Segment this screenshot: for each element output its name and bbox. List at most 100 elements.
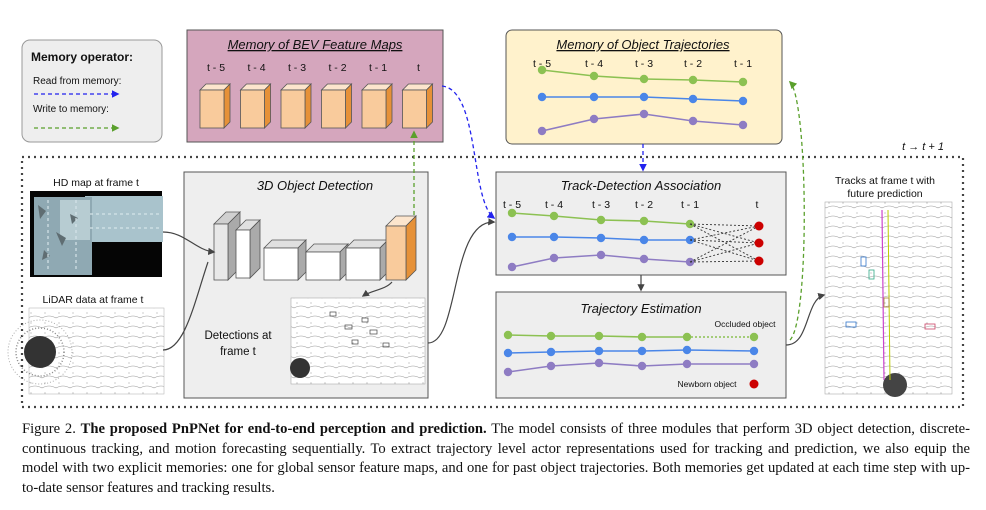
caption-body-text: The model consists of three modules that…	[22, 421, 970, 496]
track-node	[639, 74, 649, 84]
detections-image	[290, 297, 426, 385]
track-node	[546, 347, 556, 357]
track-node	[639, 216, 649, 226]
backbone-layer	[345, 239, 389, 281]
bev-feature-cube	[199, 83, 231, 129]
time-label: t	[417, 62, 420, 74]
trajectory-estimation-module: Trajectory Estimation Occluded object Ne…	[495, 291, 787, 399]
backbone-layer	[263, 239, 307, 281]
caption-bold-text: The proposed PnPNet for end-to-end perce…	[80, 421, 487, 437]
memory-operator-legend: Memory operator: Read from memory: Write…	[21, 39, 163, 143]
track-node	[546, 361, 556, 371]
legend-read-label: Read from memory:	[33, 76, 121, 87]
track-node	[682, 359, 692, 369]
hd-map-image	[30, 191, 163, 277]
bev-feature-cube	[239, 83, 272, 129]
track-node	[549, 211, 559, 221]
lidar-image	[7, 307, 165, 395]
track-node	[596, 250, 606, 260]
track-node	[549, 232, 559, 242]
association-edge	[689, 239, 760, 244]
estimated-trajectories	[503, 330, 759, 389]
track-node	[637, 332, 647, 342]
track-node	[537, 92, 547, 102]
track-node	[639, 254, 649, 264]
track-node	[503, 348, 513, 358]
backbone-layer	[235, 219, 261, 279]
track-node	[688, 94, 698, 104]
trajectory-estimation-title: Trajectory Estimation	[580, 301, 701, 316]
track-node	[537, 65, 547, 75]
detection-title: 3D Object Detection	[257, 178, 373, 193]
est-track-blue	[507, 349, 755, 354]
time-label: t - 4	[545, 199, 563, 211]
track-node	[749, 359, 759, 369]
detections-label-line1: Detections at	[204, 330, 272, 342]
time-label: t - 5	[533, 58, 551, 70]
association-edge	[689, 223, 760, 262]
association-title: Track-Detection Association	[561, 178, 721, 193]
track-node	[688, 75, 698, 85]
newborn-node	[749, 379, 759, 389]
track-node	[738, 77, 748, 87]
time-label: t - 1	[681, 199, 699, 211]
time-label: t - 4	[585, 58, 603, 70]
track-node	[594, 346, 604, 356]
association-edge	[689, 239, 760, 262]
tracks-label-line1: Tracks at frame t with	[835, 175, 935, 187]
bev-feature-cube	[320, 83, 353, 129]
track-node	[688, 116, 698, 126]
bev-feature-cubes	[199, 83, 434, 129]
time-label: t	[756, 199, 759, 211]
connectors	[162, 80, 826, 351]
detection-node	[754, 256, 764, 266]
track-node	[639, 92, 649, 102]
time-label: t - 3	[635, 58, 653, 70]
time-label: t - 2	[328, 62, 346, 74]
track-node	[749, 346, 759, 356]
track-node	[507, 262, 517, 272]
time-label: t - 2	[684, 58, 702, 70]
association-module: Track-Detection Association t - 5 t - 4 t …	[495, 171, 787, 276]
bev-feature-cube	[361, 83, 393, 129]
time-label: t - 3	[288, 62, 306, 74]
track-node	[596, 215, 606, 225]
tracks-image	[824, 201, 953, 397]
time-step-frame	[20, 155, 965, 409]
detection-module: 3D Object Detection Detections at frame …	[183, 171, 429, 399]
occluded-object-label: Occluded object	[715, 319, 777, 329]
association-edge	[689, 223, 760, 227]
track-node	[507, 232, 517, 242]
track-node	[589, 71, 599, 81]
track-node	[637, 346, 647, 356]
backbone-output-layer	[385, 215, 417, 281]
time-label: t - 5	[503, 199, 521, 211]
track-node	[738, 96, 748, 106]
track-node	[682, 345, 692, 355]
detection-node	[754, 221, 764, 231]
track-node	[503, 330, 513, 340]
track-node	[589, 114, 599, 124]
track-node	[537, 126, 547, 136]
track-node	[637, 361, 647, 371]
pnpnet-diagram: Memory operator: Read from memory: Write…	[7, 29, 965, 409]
track-node	[507, 208, 517, 218]
detection-node	[754, 238, 764, 248]
newborn-object-label: Newborn object	[677, 379, 737, 389]
association-edge	[689, 260, 760, 263]
legend-title: Memory operator:	[31, 50, 133, 64]
track-node	[589, 92, 599, 102]
track-node	[594, 331, 604, 341]
detections-label-line2: frame t	[220, 346, 257, 358]
time-label: t - 2	[635, 199, 653, 211]
bev-memory-title: Memory of BEV Feature Maps	[228, 37, 403, 52]
track-node	[594, 358, 604, 368]
track-node	[503, 367, 513, 377]
time-step-label: t → t + 1	[902, 141, 944, 153]
tracks-label-line2: future prediction	[847, 188, 922, 200]
track-node	[546, 331, 556, 341]
